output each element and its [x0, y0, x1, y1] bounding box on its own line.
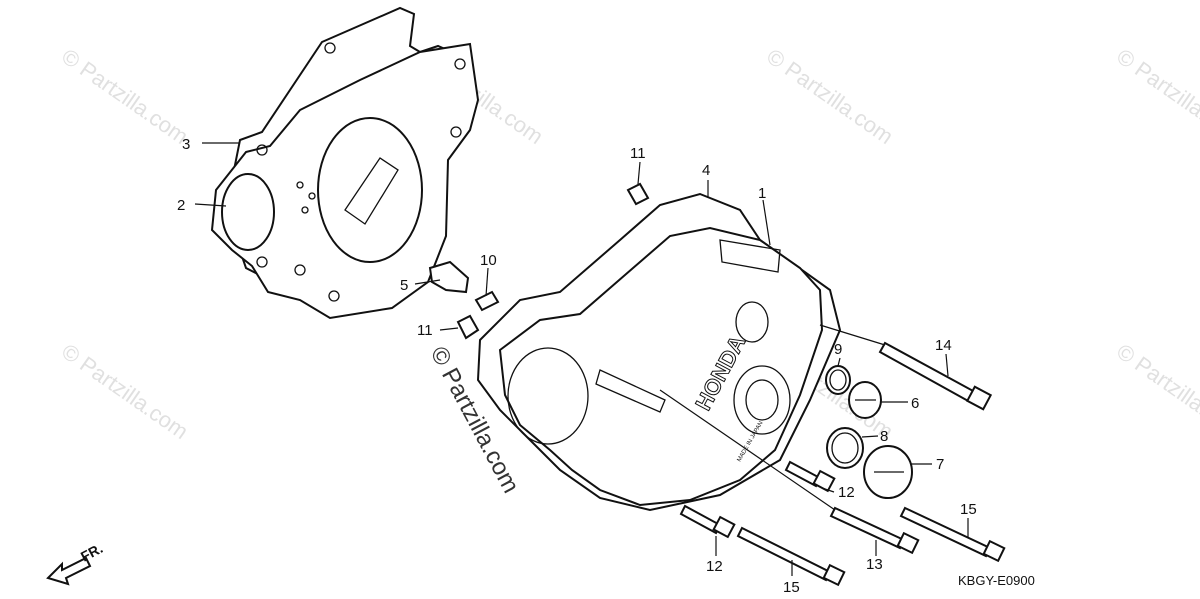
- bolt-part-13-head: [896, 531, 920, 555]
- callout-15-bottom: 15: [783, 579, 800, 596]
- plate-dot: [308, 192, 316, 200]
- callout-11-upper: 11: [630, 145, 646, 162]
- bolt-part-12-upper: [784, 460, 822, 488]
- dowel-part-11-upper: [626, 182, 650, 206]
- callout-2: 2: [177, 197, 185, 214]
- plate-bolt-hole: [454, 58, 466, 70]
- plate-hole-large: [317, 117, 423, 263]
- callout-13: 13: [866, 556, 883, 573]
- bolt-part-13: [829, 506, 906, 550]
- bolt-part-15-bottom: [736, 526, 832, 582]
- crankcase-cover-part-1: [498, 226, 824, 507]
- bolt-part-14-head: [965, 385, 993, 411]
- watermark-tile: © Partzilla.com: [1112, 339, 1200, 445]
- watermark-tile: © Partzilla.com: [57, 44, 193, 150]
- cover-oil-port: [735, 301, 769, 343]
- callout-12-lower: 12: [706, 558, 723, 575]
- plate-hole-small: [221, 173, 275, 251]
- callout-8: 8: [880, 428, 888, 445]
- plate-bolt-hole: [294, 264, 306, 276]
- cover-plate-group: [210, 6, 480, 320]
- callout-labels: 3 2 5 10 11 11 4 1 9 14 6 8 7 12 12 13 1…: [177, 136, 977, 596]
- plate-bracket: [344, 157, 399, 225]
- bolt-part-10: [474, 290, 500, 312]
- plate-dot: [296, 181, 304, 189]
- callout-1: 1: [758, 185, 766, 202]
- leader-14: [945, 353, 949, 377]
- bolt-part-15-right-head: [982, 539, 1006, 563]
- bolt-part-15-right: [899, 506, 992, 558]
- plate-bolt-hole: [256, 256, 268, 268]
- leader-1: [762, 199, 771, 246]
- bolts: [679, 341, 1006, 587]
- cover-left-boss: [507, 347, 589, 445]
- front-arrow-icon: [46, 556, 92, 586]
- callout-12-upper: 12: [838, 484, 855, 501]
- leader-lines: [194, 142, 969, 576]
- leader-11-lower: [439, 327, 459, 331]
- leader-13-extension: [659, 389, 836, 511]
- callout-15-right: 15: [960, 501, 977, 518]
- callout-4: 4: [702, 162, 710, 179]
- callout-5: 5: [400, 277, 408, 294]
- o-ring-part-8-inner: [831, 432, 859, 464]
- leader-8: [861, 435, 879, 438]
- leader-12-upper: [821, 487, 835, 493]
- bolt-part-12-lower-head: [712, 515, 736, 539]
- cover-center-boss: [733, 365, 791, 435]
- plate-bolt-hole: [450, 126, 462, 138]
- o-ring-part-9-inner: [829, 369, 847, 391]
- watermark-tile: © Partzilla.com: [762, 44, 898, 150]
- front-indicator: FR.: [46, 540, 105, 586]
- cover-center-hole: [745, 379, 779, 421]
- cover-rib: [595, 369, 666, 413]
- cap-parts: [825, 365, 913, 499]
- leader-14-extension: [819, 324, 886, 346]
- cover-top-ridge: [719, 239, 781, 273]
- bolt-part-12-lower: [679, 504, 722, 535]
- watermark-tile: © Partzilla.com: [1112, 44, 1200, 150]
- diagram-code: KBGY-E0900: [958, 573, 1035, 588]
- dowel-part-11-lower: [456, 314, 480, 340]
- leader-9: [837, 357, 841, 367]
- leader-10: [485, 267, 489, 297]
- plate-dot: [301, 206, 309, 214]
- bracket-part-5: [428, 260, 470, 294]
- callout-6: 6: [911, 395, 919, 412]
- leader-5: [414, 279, 441, 285]
- callout-7: 7: [936, 456, 944, 473]
- bolt-part-14: [878, 341, 977, 404]
- callout-11-lower: 11: [417, 322, 433, 339]
- callout-9: 9: [834, 341, 842, 358]
- watermark-tile: © Partzilla.com: [57, 339, 193, 445]
- plate-bolt-hole: [328, 290, 340, 302]
- callout-3: 3: [182, 136, 190, 153]
- callout-14: 14: [935, 337, 952, 354]
- leader-2: [194, 203, 227, 207]
- crankcase-cover-group: HONDA MADE IN JAPAN: [476, 192, 842, 512]
- bolt-part-12-upper-head: [812, 469, 836, 493]
- callout-10: 10: [480, 252, 497, 269]
- bolt-part-15-bottom-head: [822, 563, 846, 587]
- leader-11-upper: [637, 161, 641, 185]
- plate-bolt-hole: [256, 144, 268, 156]
- plate-bolt-hole: [324, 42, 336, 54]
